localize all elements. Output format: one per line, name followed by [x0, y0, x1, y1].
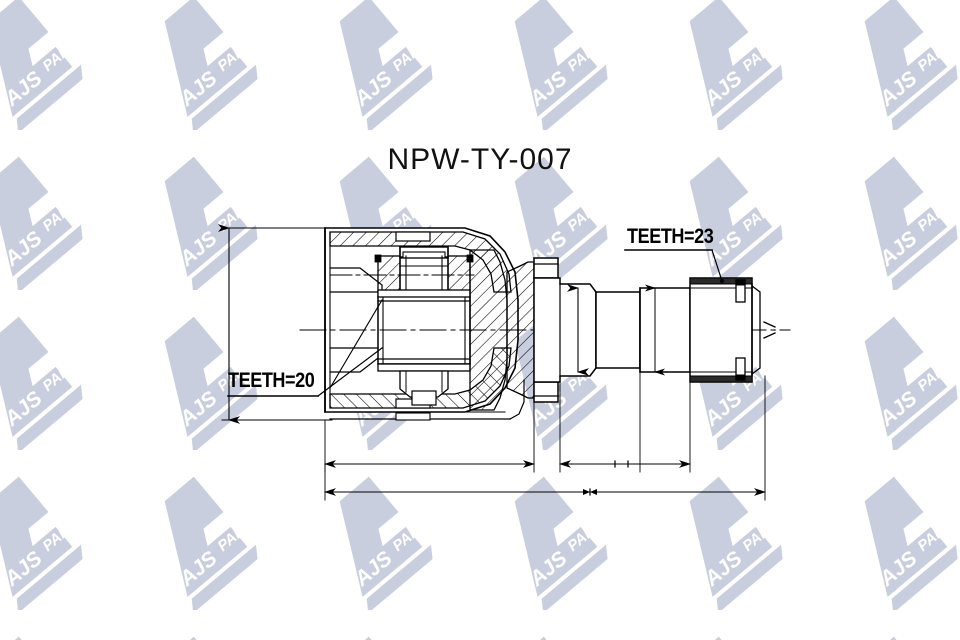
teeth23-leader — [711, 249, 725, 284]
page-title: NPW-TY-007 — [387, 143, 573, 176]
housing-top-notch — [395, 231, 431, 242]
housing-core-right2 — [506, 261, 535, 399]
housing-core-right — [469, 249, 508, 411]
shaft-step-1 — [595, 291, 641, 369]
spline-teeth-top — [377, 289, 471, 298]
flange-body — [533, 277, 597, 383]
needle-cage-top-inner — [402, 251, 446, 259]
flange-seal-bottom — [533, 381, 559, 403]
teeth-right-annotation: TEETH=23 — [627, 225, 714, 248]
shaft-step-2 — [639, 287, 691, 373]
flange-seal-top — [533, 257, 559, 279]
teeth-left-annotation: TEETH=20 — [228, 369, 315, 392]
spline-teeth-bottom — [377, 363, 471, 372]
